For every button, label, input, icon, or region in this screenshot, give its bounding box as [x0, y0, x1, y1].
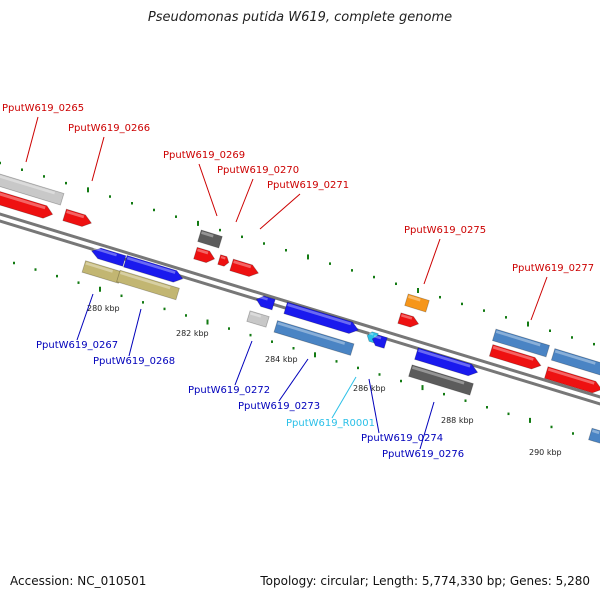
- label-leader-line: [419, 401, 435, 450]
- label-leader-line: [235, 178, 254, 223]
- gene-feature: [404, 293, 430, 313]
- gene-label: PputW619_0268: [93, 356, 175, 367]
- scale-label: 282 kbp: [176, 329, 209, 338]
- label-leader-line: [198, 163, 218, 217]
- label-leaders: [25, 116, 548, 450]
- scale-label: 290 kbp: [529, 448, 562, 457]
- gene-label: PputW619_0265: [2, 103, 84, 114]
- gene-feature: [0, 188, 54, 219]
- scale-label: 288 kbp: [441, 416, 474, 425]
- gene-label: PputW619_0270: [217, 165, 299, 176]
- scale-label: 284 kbp: [265, 355, 298, 364]
- accession-text: Accession: NC_010501: [10, 574, 147, 588]
- scale-label: 280 kbp: [87, 304, 120, 313]
- gene-feature: [488, 344, 542, 370]
- genome-summary-text: Topology: circular; Length: 5,774,330 bp…: [260, 574, 590, 588]
- gene-feature: [550, 348, 600, 376]
- page-title: Pseudomonas putida W619, complete genome: [147, 10, 453, 25]
- gene-feature: [246, 310, 270, 328]
- gene-label: PputW619_0267: [36, 340, 118, 351]
- gene-label: PputW619_0269: [163, 150, 245, 161]
- gene-feature: [283, 301, 359, 334]
- label-leader-line: [530, 276, 548, 321]
- gene-feature: [197, 229, 223, 249]
- label-leader-line: [25, 116, 39, 163]
- gene-feature: [217, 254, 230, 267]
- gene-label: PputW619_R0001: [286, 418, 375, 429]
- gene-feature: [116, 269, 180, 301]
- scale-label: 286 kbp: [353, 384, 386, 393]
- gene-feature: [255, 295, 276, 311]
- tick-marks: [0, 161, 596, 442]
- gene-feature: [0, 168, 65, 206]
- gene-label: PputW619_0275: [404, 225, 486, 236]
- gene-feature: [491, 328, 551, 358]
- gene-label: PputW619_0272: [188, 385, 270, 396]
- label-leader-line: [128, 308, 142, 357]
- genome-backbone-outer: [0, 212, 600, 399]
- gene-feature: [62, 208, 93, 227]
- gene-feature: [91, 247, 127, 267]
- gene-feature: [193, 246, 216, 264]
- gene-label: PputW619_0277: [512, 263, 594, 274]
- gene-feature: [588, 427, 600, 445]
- gene-feature: [397, 312, 420, 328]
- gene-label: PputW619_0271: [267, 180, 349, 191]
- label-leader-line: [423, 238, 441, 285]
- gene-feature: [229, 258, 260, 277]
- gene-label: PputW619_0274: [361, 433, 443, 444]
- label-leader-line: [91, 136, 105, 182]
- label-leader-line: [76, 293, 94, 341]
- label-leader-line: [331, 376, 357, 419]
- gene-features: [0, 168, 600, 445]
- gene-label: PputW619_0276: [382, 449, 464, 460]
- gene-feature: [81, 260, 123, 284]
- gene-label: PputW619_0266: [68, 123, 150, 134]
- label-leader-line: [234, 340, 253, 386]
- gene-feature: [408, 364, 474, 396]
- label-leader-line: [278, 358, 309, 402]
- gene-feature: [123, 255, 184, 283]
- gene-label: PputW619_0273: [238, 401, 320, 412]
- gene-feature: [371, 334, 388, 349]
- gene-feature: [273, 320, 355, 356]
- label-leader-line: [259, 193, 301, 230]
- gene-labels: PputW619_0265PputW619_0266PputW619_0269P…: [2, 103, 594, 460]
- scale-labels: 280 kbp 282 kbp 284 kbp 286 kbp 288 kbp 290 k…: [87, 304, 562, 457]
- gene-feature: [414, 347, 479, 377]
- label-leader-line: [368, 378, 380, 434]
- gene-feature: [544, 366, 600, 394]
